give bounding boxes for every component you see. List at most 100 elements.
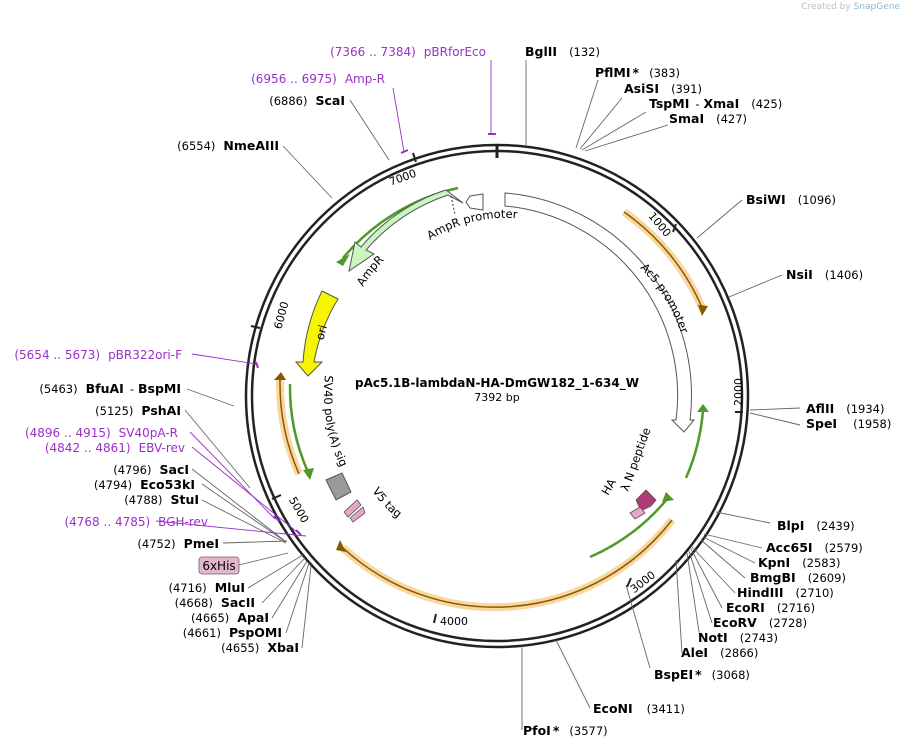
tick-label-6000: 6000 [272,300,292,330]
tick-label-5000: 5000 [286,495,311,526]
ampr-promoter-arrow [465,193,484,211]
enzyme-ecorv[interactable]: EcoRV(2728) [713,615,807,630]
primer-mark [255,361,259,369]
enzyme-acc65i[interactable]: Acc65I(2579) [766,540,863,555]
primer-leaders [155,60,492,537]
enzyme-pfoi[interactable]: PfoI*(3577) [523,723,608,738]
tick-mark [250,325,261,329]
enzyme-pshai[interactable]: (5125)PshAI [95,403,181,418]
ha-arrow [629,506,646,520]
ampr-dash [450,195,456,215]
sv40-label: SV40 poly(A) signal [0,0,351,469]
enzyme-bfuai-bspmi[interactable]: (5463)BfuAI-BspMI [39,381,181,396]
tick-mark [672,223,677,233]
enzyme-econi[interactable]: EcoNI(3411) [593,701,685,716]
enzyme-pspomi[interactable]: (4661)PspOMI [183,625,282,640]
enzyme-ecori[interactable]: EcoRI(2716) [726,600,815,615]
enzyme-labels: BglII(132) PflMI*(383) AsiSI(391) TspMI-… [523,44,891,738]
ori-feature: ori [294,290,339,377]
primer-pbr322ori-f[interactable]: (5654 .. 5673)pBR322ori-F [14,348,182,362]
v5-feature: V5 tag [343,485,405,523]
primer-sv40pa-r[interactable]: (4896 .. 4915)SV40pA-R [25,426,178,440]
orf-arcs [274,208,708,612]
green-arrow-top [336,254,350,266]
enzyme-pflmi[interactable]: PflMI*(383) [595,65,680,80]
orf-arc-left-core [279,379,300,475]
watermark-brand: SnapGene [853,2,900,12]
plasmid-size: 7392 bp [474,391,519,404]
ac5-promoter-arrow [504,192,696,433]
primer-mark [295,529,302,536]
ampr-promoter-label: AmpR promoter [424,207,518,243]
orf-arc-bottom-core [342,519,673,608]
ori-label: ori [313,323,330,341]
ori-arrow [294,290,339,377]
snapgene-watermark: Created by SnapGene [801,2,900,12]
enzyme-xbai[interactable]: (4655)XbaI [221,640,299,655]
tick-mark [412,152,417,163]
primer-bgh-rev[interactable]: (4768 .. 4785)BGH-rev [64,515,208,529]
primer-marks [255,133,496,536]
watermark-prefix: Created by [801,2,851,12]
his-tag-leader [238,552,289,566]
enzyme-pmei[interactable]: (4752)PmeI [137,536,219,551]
sv40-box [325,472,352,501]
enzyme-stui[interactable]: (4788)StuI [124,492,199,507]
ampr-promoter-feature: AmpR promoter [424,193,518,243]
his-tag-box [198,556,240,575]
enzyme-noti[interactable]: NotI(2743) [698,630,778,645]
enzyme-alei[interactable]: AleI(2866) [681,645,758,660]
tick-label-4000: 4000 [440,615,468,628]
enzyme-bglii[interactable]: BglII(132) [525,44,600,59]
primer-mark [273,515,280,522]
tick-label-2000: 2000 [732,378,745,406]
green-arrow-left [303,468,314,480]
primer-mark [400,149,409,154]
ha-lambda-feature: λ N peptide HA [598,426,657,520]
primer-ebv-rev[interactable]: (4842 .. 4861)EBV-rev [45,441,185,455]
enzyme-leaders [184,60,801,730]
ampr-arrow [348,189,464,273]
primer-pbrforeco[interactable]: (7366 .. 7384)pBRforEco [330,45,486,59]
orf-arc-bottom [340,517,676,612]
enzyme-hindiii[interactable]: HindIII(2710) [737,585,834,600]
v5-arrow-1 [343,499,362,518]
green-arc-right [684,409,705,479]
enzyme-bmgbi[interactable]: BmgBI(2609) [750,570,846,585]
enzyme-aflii[interactable]: AflII(1934) [806,401,885,416]
enzyme-saci[interactable]: (4796)SacI [113,462,189,477]
enzyme-kpni[interactable]: KpnI(2583) [758,555,840,570]
ha-label: HA [598,476,618,497]
enzyme-smai[interactable]: SmaI(427) [669,111,747,126]
enzyme-tspmi-xmai[interactable]: TspMI-XmaI(425) [649,96,782,111]
enzyme-sacii[interactable]: (4668)SacII [175,595,255,610]
his-tag-badge[interactable]: 6xHis [198,552,289,575]
enzyme-bsiwi[interactable]: BsiWI(1096) [746,192,836,207]
enzyme-nmeaiii[interactable]: (6554)NmeAIII [177,138,279,153]
ampr-feature: AmpR [348,189,464,289]
orf-arc-right-core [623,211,704,311]
tick-mark [271,494,282,500]
green-arc-left [288,383,310,473]
tick-label-7000: 7000 [387,167,418,189]
orf-arrow-left [274,372,286,380]
enzyme-mlui[interactable]: (4716)MluI [168,580,245,595]
green-orf-arcs [288,186,709,559]
orf-arrow-bottom [336,540,346,552]
enzyme-blpi[interactable]: BlpI(2439) [777,518,855,533]
enzyme-eco53ki[interactable]: (4794)Eco53kI [94,477,195,492]
enzyme-spei[interactable]: SpeI(1958) [806,416,891,431]
plasmid-name: pAc5.1B-lambdaN-HA-DmGW182_1-634_W [355,376,639,391]
enzyme-asisi[interactable]: AsiSI(391) [624,81,702,96]
enzyme-bspei[interactable]: BspEI*(3068) [654,667,750,682]
lambda-n-label: λ N peptide [618,426,654,493]
primer-amp-r[interactable]: (6956 .. 6975)Amp-R [251,72,385,86]
backbone [244,143,750,649]
v5-label: V5 tag [370,485,405,521]
enzyme-scai[interactable]: (6886)ScaI [269,93,345,108]
enzyme-apai[interactable]: (4665)ApaI [191,610,269,625]
tick-mark [626,577,632,588]
enzyme-nsii[interactable]: NsiI(1406) [786,267,863,282]
green-arc-bottom [589,497,669,559]
